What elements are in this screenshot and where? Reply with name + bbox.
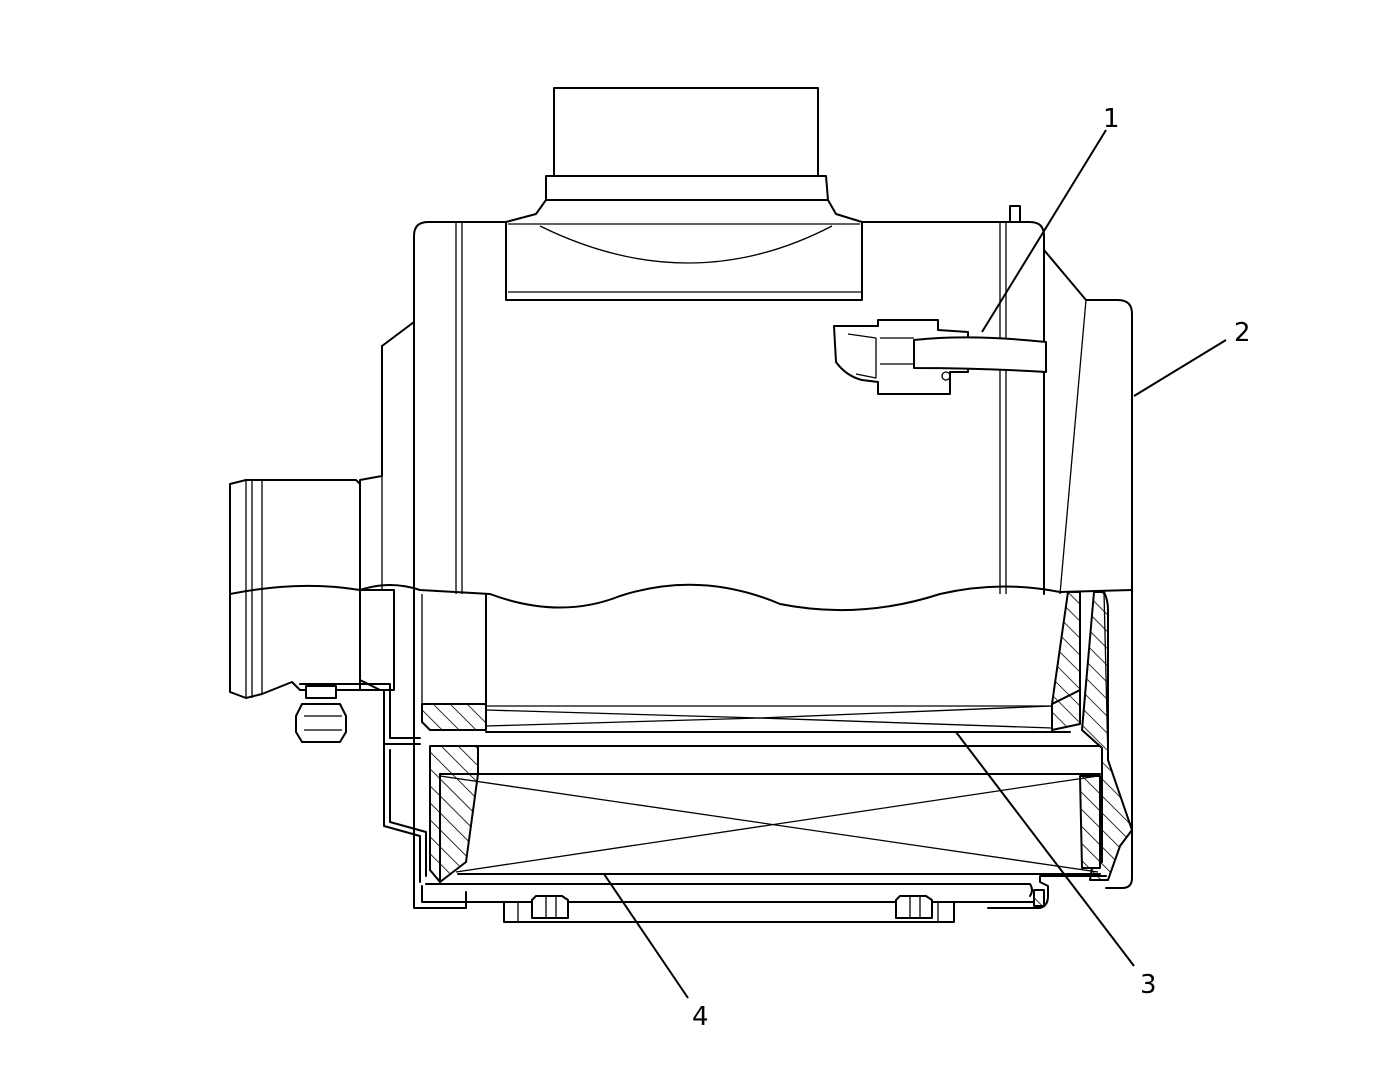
- housing-body: [413, 205, 1045, 595]
- filter-element: [429, 745, 1101, 885]
- inlet-pipe: [229, 479, 395, 699]
- callout-2: 2: [1234, 318, 1251, 348]
- left-flange: [359, 321, 415, 595]
- housing-base: [413, 703, 1107, 923]
- outlet-pipe: [505, 87, 863, 301]
- leader-2: [1133, 339, 1227, 397]
- element-top-seal: [421, 689, 1081, 733]
- lower-section: [229, 583, 1133, 705]
- leader-1: [981, 129, 1107, 333]
- callout-4: 4: [692, 1002, 709, 1032]
- right-section-wall: [1051, 591, 1133, 881]
- cover-assembly: [1043, 249, 1133, 889]
- leader-4: [603, 873, 689, 999]
- callout-1: 1: [1103, 104, 1120, 134]
- latch-clamp: [833, 319, 1047, 395]
- callout-3: 3: [1140, 970, 1157, 1000]
- mounting-bracket: [295, 683, 427, 883]
- leader-3: [955, 731, 1135, 967]
- leader-lines: [603, 129, 1227, 999]
